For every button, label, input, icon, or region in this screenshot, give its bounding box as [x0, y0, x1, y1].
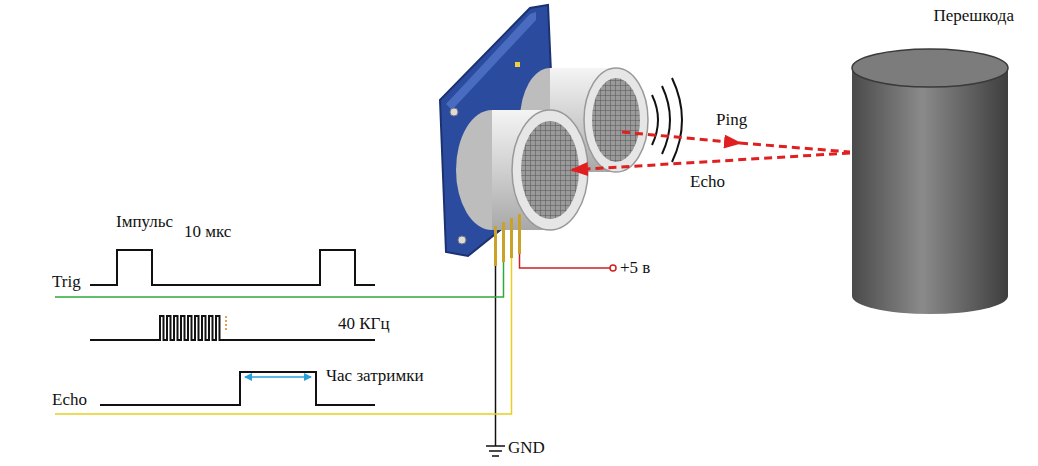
transducer-mesh	[592, 78, 640, 162]
gnd-wire	[495, 266, 497, 446]
pin	[510, 218, 513, 258]
sound-wave	[652, 95, 658, 145]
pin	[502, 222, 505, 262]
burst-signal	[90, 316, 375, 340]
cylinder-bottom	[852, 278, 1008, 314]
transducer-mesh	[521, 121, 579, 219]
obstacle: Перешкода	[848, 6, 1014, 321]
echo-ray	[572, 153, 850, 170]
burst-end-mark	[225, 316, 227, 330]
pin-name: Echo	[52, 390, 87, 410]
pin-name: Trig	[52, 272, 81, 292]
board-edge	[446, 12, 536, 110]
ray-label: Ping	[716, 110, 747, 130]
ping-ray	[740, 143, 850, 152]
sound-wave	[672, 78, 682, 162]
supply-label: +5 в	[620, 258, 650, 278]
trig-wire	[55, 262, 504, 297]
crystal	[515, 62, 520, 67]
transducer-face	[584, 68, 648, 172]
pin	[494, 226, 497, 266]
ground-symbol	[486, 446, 505, 456]
delay-arrow	[245, 376, 311, 378]
delay-label: Час затримки	[326, 366, 424, 386]
pin	[518, 214, 521, 254]
pin-name: GND	[508, 438, 545, 458]
cylinder-top	[852, 49, 1008, 87]
obstacle-cylinder	[848, 46, 1014, 321]
mount-hole	[450, 108, 458, 116]
obstacle-label: Перешкода	[848, 6, 1014, 26]
terminal	[610, 265, 616, 271]
sound-wave	[662, 86, 670, 154]
ray-label: Echo	[690, 172, 725, 192]
ping-ray	[622, 132, 740, 143]
frequency-label: 40 КГц	[338, 314, 390, 334]
mount-hole	[458, 236, 466, 244]
duration-label: 10 мкс	[184, 222, 231, 242]
cylinder-body	[852, 68, 1008, 296]
signal-label: Імпульс	[116, 212, 173, 232]
trig-signal	[90, 250, 375, 285]
echo-wire	[55, 258, 512, 414]
vcc-wire	[520, 254, 611, 268]
